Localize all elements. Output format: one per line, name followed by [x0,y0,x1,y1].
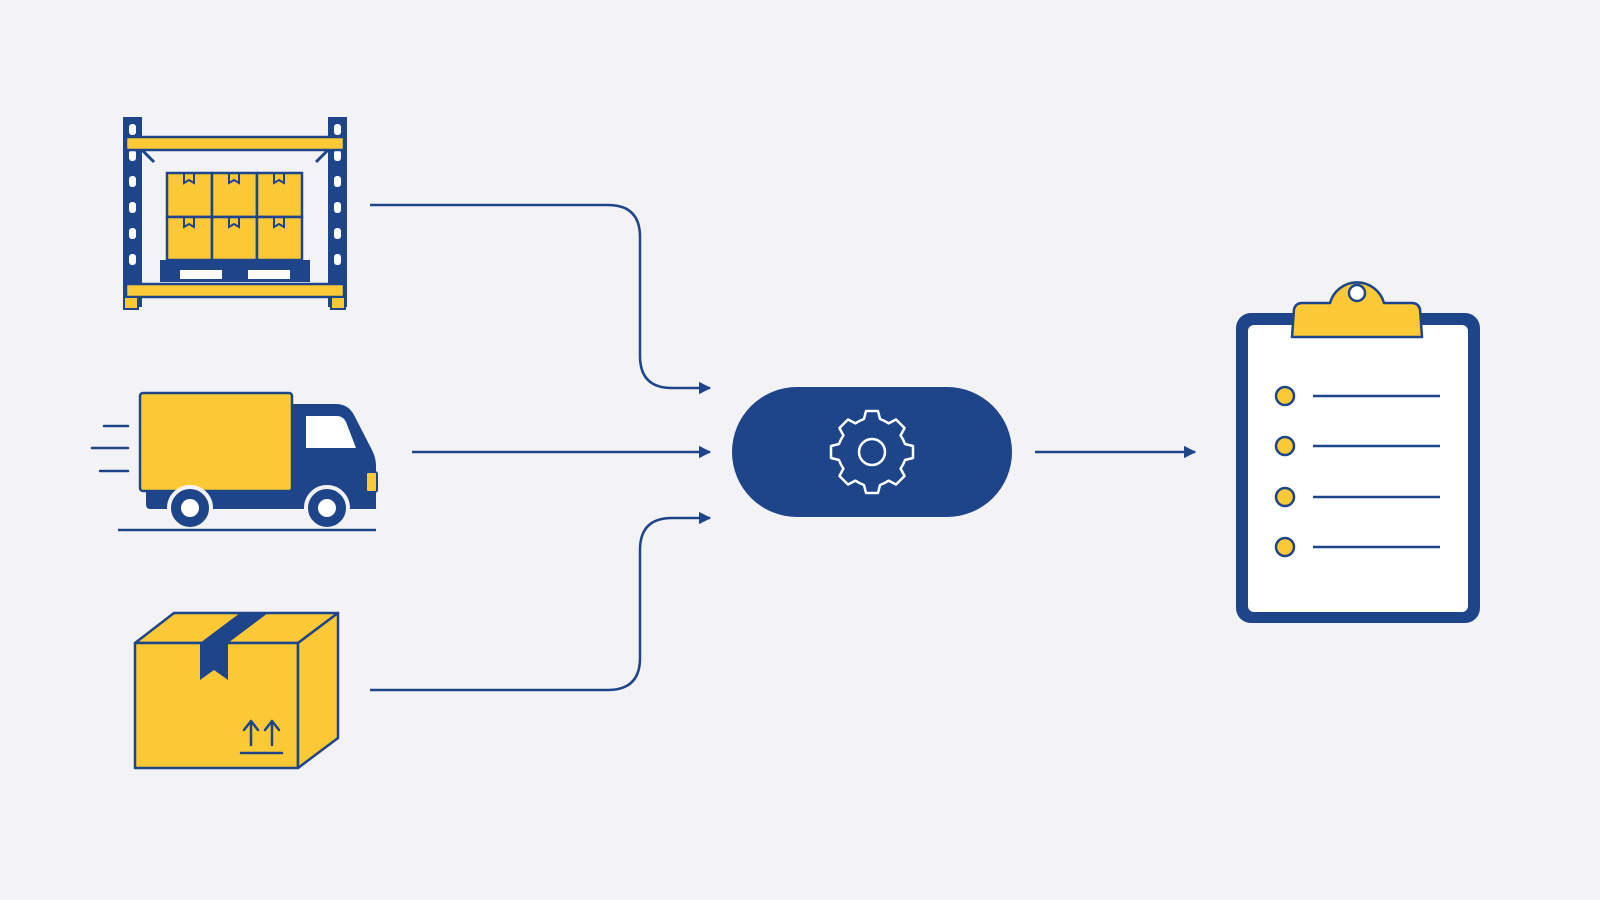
package-box-icon [133,611,340,770]
edge-box-to-process [370,511,712,692]
list-item [1274,486,1440,508]
warehouse-shelf-icon [123,117,347,310]
list-item [1274,435,1440,457]
gear-icon [829,409,915,495]
checklist-items [1274,385,1440,558]
speed-lines [90,424,130,473]
clipboard-checklist-icon [1236,281,1480,623]
connectors [370,203,1197,692]
edge-warehouse-to-process [370,203,712,395]
processing-step [732,387,1012,517]
truck-icon [90,391,378,532]
list-item [1274,536,1440,558]
list-item [1274,385,1440,407]
